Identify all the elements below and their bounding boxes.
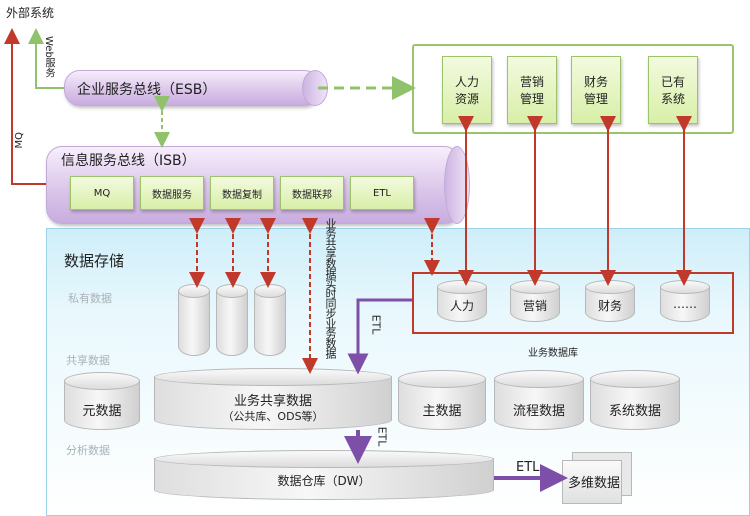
private-data-label: 私有数据 (68, 292, 112, 305)
isb-module-etl: ETL (350, 176, 414, 210)
shared-business-db: 业务共享数据 （公共库、ODS等） (154, 368, 392, 430)
master-data-db: 主数据 (398, 370, 486, 430)
isb-module-mq: MQ (70, 176, 134, 210)
system-finance: 财务 管理 (571, 56, 621, 124)
private-db-1 (178, 284, 210, 356)
esb-title: 企业服务总线（ESB） (77, 82, 217, 98)
etl-bottom-label: ETL (516, 460, 540, 475)
business-db-box (412, 272, 734, 334)
business-db-finance: 财务 (585, 280, 635, 322)
external-system-label: 外部系统 (6, 6, 55, 20)
isb-module-data-service: 数据服务 (140, 176, 204, 210)
business-db-marketing: 营销 (510, 280, 560, 322)
business-db-hr: 人力 (437, 280, 487, 322)
data-warehouse-db: 数据仓库（DW） (154, 450, 494, 500)
shared-data-label: 共享数据 (66, 354, 110, 367)
isb-bus-end (444, 146, 470, 224)
etl-mid-label: ETL (375, 426, 389, 447)
sync-note: 业务共享数据实时同步业务数据 (324, 218, 337, 358)
cube-label: 多维数据 (568, 476, 621, 491)
process-data-db: 流程数据 (494, 370, 584, 430)
business-db-label: 业务数据库 (528, 348, 578, 359)
private-db-3 (254, 284, 286, 356)
metadata-db: 元数据 (64, 372, 140, 430)
web-service-label: Web服务 (43, 36, 54, 78)
system-hr: 人力 资源 (442, 56, 492, 124)
isb-title: 信息服务总线（ISB） (61, 153, 196, 169)
private-db-2 (216, 284, 248, 356)
analysis-data-label: 分析数据 (66, 444, 110, 457)
isb-module-data-replication: 数据复制 (210, 176, 274, 210)
system-data-db: 系统数据 (590, 370, 680, 430)
mq-label: MQ (14, 132, 25, 149)
business-db-more: …… (660, 280, 710, 322)
system-existing: 已有 系统 (648, 56, 698, 124)
isb-module-data-federation: 数据联邦 (280, 176, 344, 210)
system-marketing: 营销 管理 (507, 56, 557, 124)
esb-bus-end (302, 70, 328, 106)
etl-side-label: ETL (369, 314, 383, 335)
esb-bus: 企业服务总线（ESB） (64, 70, 320, 106)
data-storage-title: 数据存储 (64, 252, 125, 270)
